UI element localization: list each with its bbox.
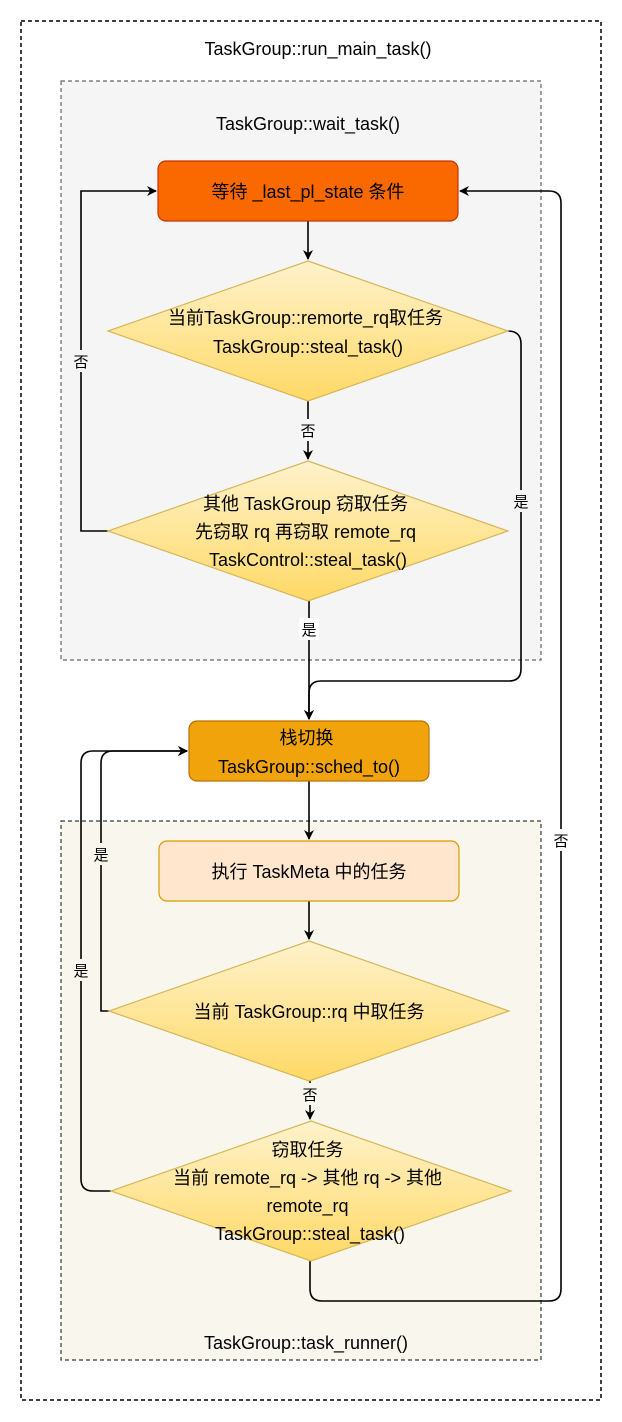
edge-label-remote-no: 否 (300, 423, 315, 440)
stack-switch-label: 栈切换 TaskGroup::sched_to() (218, 728, 400, 778)
edge-label-remote-yes: 是 (513, 494, 528, 511)
steal-line: 窃取任务 (271, 1140, 343, 1160)
steal-line: TaskGroup::steal_task() (215, 1224, 405, 1245)
steal-line: remote_rq (266, 1196, 348, 1217)
edge-label-local-yes: 是 (93, 847, 108, 864)
steal-other-line: TaskControl::steal_task() (209, 550, 407, 571)
edge-label-steal-no: 否 (553, 833, 568, 850)
steal-other-line: 其他 TaskGroup 窃取任务 (203, 494, 408, 514)
edge-label-steal-other-yes: 是 (301, 622, 316, 639)
edge-label-local-no: 否 (302, 1087, 317, 1104)
exec-task-node: 执行 TaskMeta 中的任务 (158, 840, 460, 902)
exec-task-line: 执行 TaskMeta 中的任务 (211, 862, 406, 882)
edge-label-steal-yes: 是 (73, 963, 88, 980)
stack-switch-node: 栈切换 TaskGroup::sched_to() (188, 720, 430, 782)
wait-condition-line: 等待 _last_pl_state 条件 (211, 182, 404, 203)
wait-group-title: TaskGroup::wait_task() (216, 114, 400, 135)
steal-decision: 窃取任务 当前 remote_rq -> 其他 rq -> 其他 remote_… (109, 1120, 513, 1262)
local-rq-decision-label: 当前 TaskGroup::rq 中取任务 (193, 1002, 424, 1022)
remote-rq-decision: 当前TaskGroup::remorte_rq取任务 TaskGroup::st… (106, 260, 510, 402)
edge-labels: 否 否 是 是 是 是 否 否 (71, 350, 571, 1105)
wait-condition-node: 等待 _last_pl_state 条件 (157, 160, 459, 222)
remote-rq-line: TaskGroup::steal_task() (213, 337, 403, 358)
stack-switch-line: TaskGroup::sched_to() (218, 757, 400, 778)
stack-switch-line: 栈切换 (279, 728, 333, 748)
remote-rq-line: 当前TaskGroup::remorte_rq取任务 (168, 308, 443, 329)
outer-group-title: TaskGroup::run_main_task() (204, 39, 431, 60)
edge-remote-yes (304, 330, 522, 720)
remote-rq-decision-label: 当前TaskGroup::remorte_rq取任务 TaskGroup::st… (168, 308, 448, 358)
local-rq-line: 当前 TaskGroup::rq 中取任务 (193, 1002, 424, 1022)
steal-line: 当前 remote_rq -> 其他 rq -> 其他 (173, 1168, 442, 1189)
steal-decision-label: 窃取任务 当前 remote_rq -> 其他 rq -> 其他 remote_… (173, 1140, 447, 1245)
steal-other-line: 先窃取 rq 再窃取 remote_rq (195, 522, 416, 543)
steal-other-decision: 其他 TaskGroup 窃取任务 先窃取 rq 再窃取 remote_rq T… (106, 460, 510, 602)
wait-condition-label: 等待 _last_pl_state 条件 (211, 182, 404, 203)
exec-task-label: 执行 TaskMeta 中的任务 (211, 862, 406, 882)
edge-label-steal-other-no: 否 (73, 354, 88, 371)
steal-other-decision-label: 其他 TaskGroup 窃取任务 先窃取 rq 再窃取 remote_rq T… (195, 494, 421, 571)
local-rq-decision: 当前 TaskGroup::rq 中取任务 (107, 940, 511, 1082)
runner-group-title: TaskGroup::task_runner() (204, 1333, 408, 1354)
edge-steal-no (309, 186, 562, 1302)
